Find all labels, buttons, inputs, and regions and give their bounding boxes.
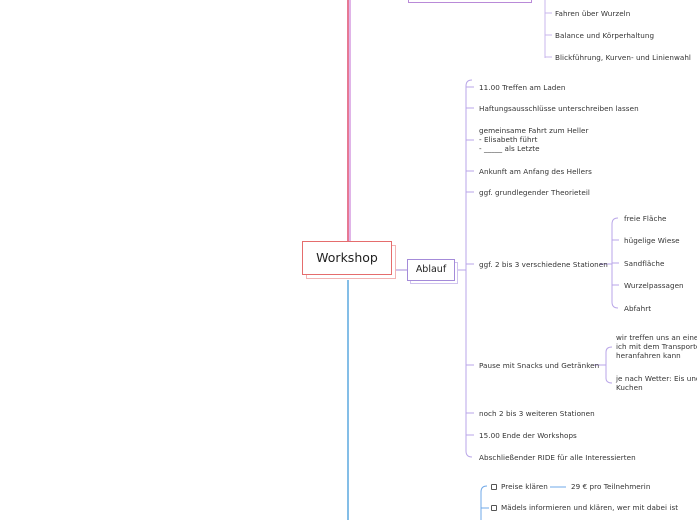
ablauf-spine	[465, 79, 473, 458]
task-prices-value[interactable]: 29 € pro Teilnehmerin	[571, 482, 651, 491]
ablauf-node-label: Ablauf	[415, 264, 447, 275]
stationen-spine	[611, 217, 619, 309]
ablauf-item-more-stations[interactable]: noch 2 bis 3 weiteren Stationen	[479, 409, 595, 418]
top-node-fragment[interactable]	[408, 0, 532, 3]
task-inform-girls[interactable]: Mädels informieren und klären, wer mit d…	[501, 503, 679, 512]
ablauf-item-pause[interactable]: Pause mit Snacks und Getränken	[479, 361, 600, 370]
ablauf-item-arrival[interactable]: Ankunft am Anfang des Hellers	[479, 167, 592, 176]
top-item-gaze[interactable]: Blickführung, Kurven- und Linienwahl	[555, 53, 691, 62]
pause-note-weather[interactable]: je nach Wetter: Eis und o Kuchen	[616, 374, 697, 392]
station-roots[interactable]: Wurzelpassagen	[624, 281, 684, 290]
station-sand[interactable]: Sandfläche	[624, 259, 665, 268]
root-node-label: Workshop	[316, 250, 378, 265]
ablauf-item-final-ride[interactable]: Abschließender RIDE für alle Interessier…	[479, 453, 636, 462]
station-hilly-meadow[interactable]: hügelige Wiese	[624, 236, 680, 245]
top-item-balance[interactable]: Balance und Körperhaltung	[555, 31, 655, 40]
ablauf-item-end[interactable]: 15.00 Ende der Workshops	[479, 431, 577, 440]
ablauf-item-theory[interactable]: ggf. grundlegender Theorieteil	[479, 188, 590, 197]
top-item-roots[interactable]: Fahren über Wurzeln	[555, 9, 631, 18]
ablauf-item-stations[interactable]: ggf. 2 bis 3 verschiedene Stationen	[479, 260, 608, 269]
station-free-area[interactable]: freie Fläche	[624, 214, 667, 223]
station-descent[interactable]: Abfahrt	[624, 304, 652, 313]
task-spine	[480, 485, 488, 520]
checkbox-icon[interactable]	[491, 505, 497, 511]
ablauf-item-ride-to-heller[interactable]: gemeinsame Fahrt zum Heller - Elisabeth …	[479, 126, 589, 153]
pause-note-meeting-point[interactable]: wir treffen uns an einer d ich mit dem T…	[616, 333, 697, 360]
ablauf-item-waiver[interactable]: Haftungsausschlüsse unterschreiben lasse…	[479, 104, 639, 113]
task-prices[interactable]: Preise klären	[501, 482, 548, 491]
ablauf-item-meeting[interactable]: 11.00 Treffen am Laden	[479, 83, 566, 92]
checkbox-icon[interactable]	[491, 484, 497, 490]
ablauf-node[interactable]	[407, 259, 455, 281]
root-node[interactable]	[302, 241, 392, 275]
pause-spine	[605, 346, 613, 384]
